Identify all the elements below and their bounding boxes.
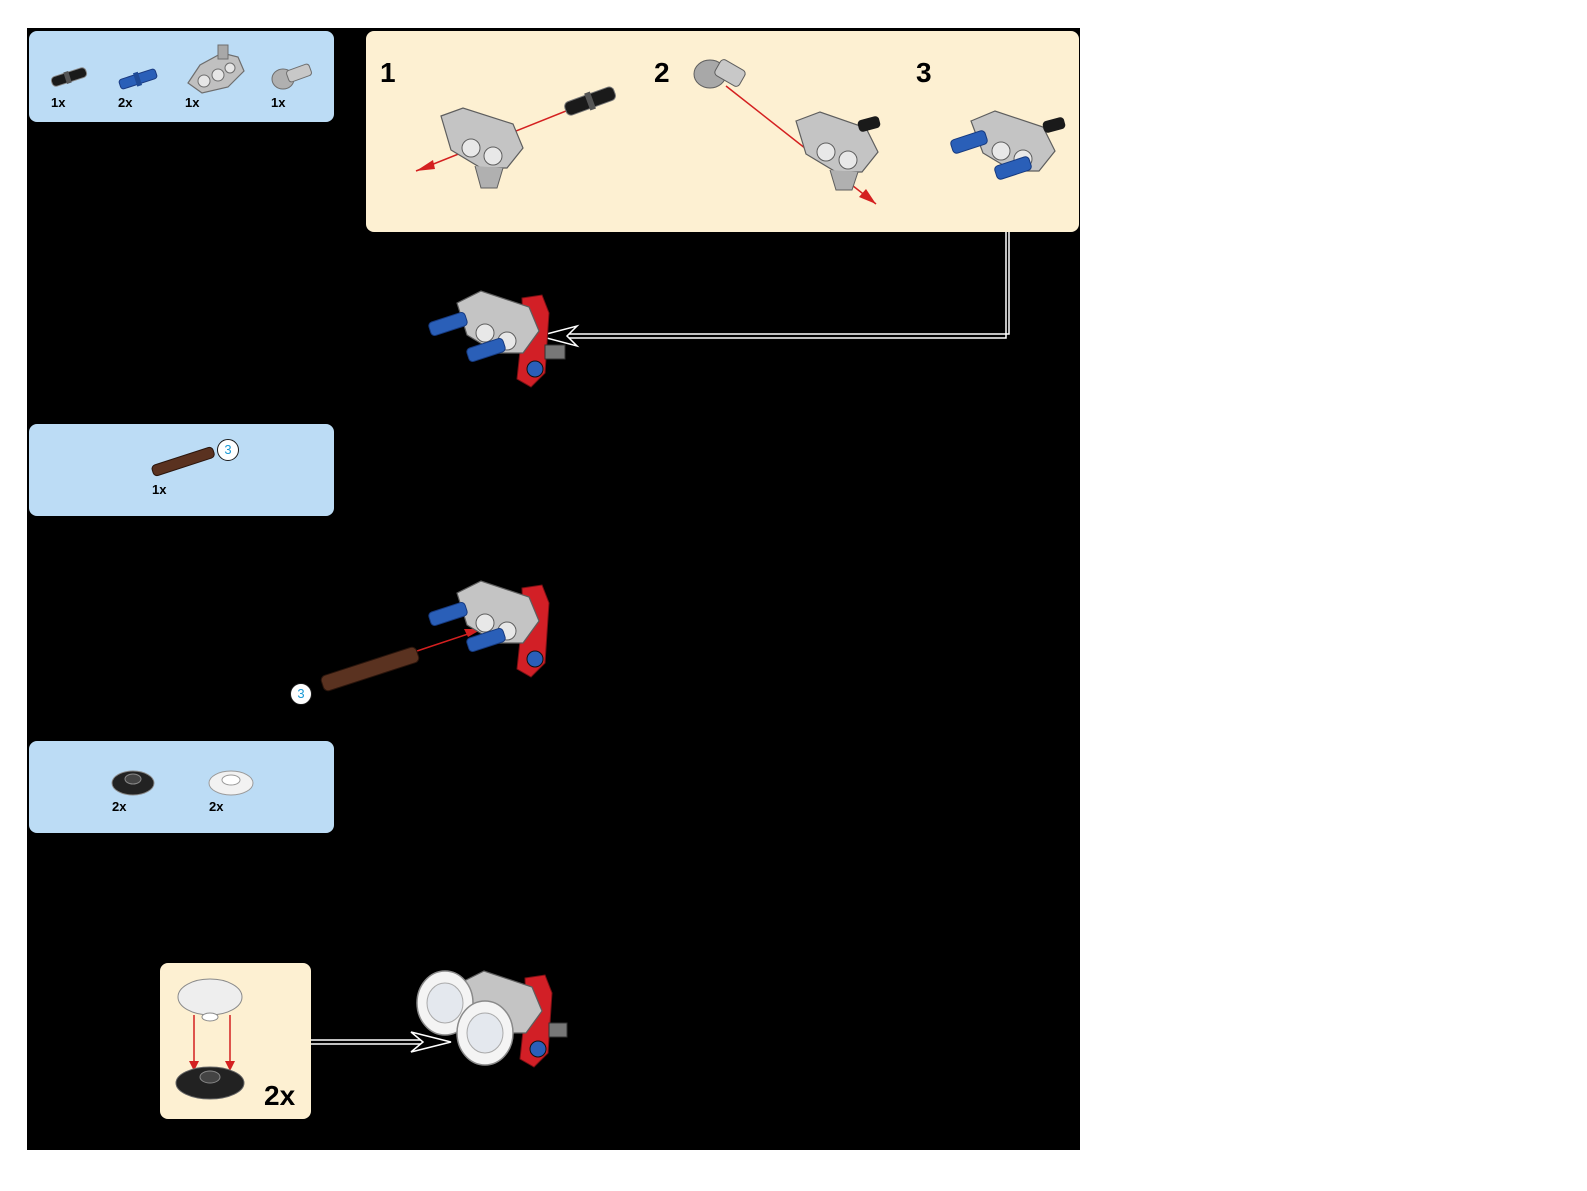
subassembly-panel-2: 2x — [160, 963, 311, 1119]
step-number: 3 — [916, 57, 932, 88]
model-illustration-2 — [320, 580, 550, 692]
model-illustration-1 — [428, 290, 566, 388]
instruction-page: 1x 2x 1x 1x 1 2 3 — [27, 28, 1080, 1150]
parts-list-1: 1x 2x 1x 1x — [29, 31, 334, 122]
step-number: 2 — [654, 57, 670, 88]
model-illustration-3 — [416, 970, 568, 1068]
blue-axle-pin-icon — [118, 68, 158, 90]
multiplier-label: 2x — [264, 1080, 296, 1111]
part-qty: 1x — [51, 95, 66, 110]
gray-connector-icon — [271, 63, 312, 90]
part-qty: 1x — [271, 95, 286, 110]
brown-axle-icon — [151, 446, 215, 477]
gray-beam-icon — [187, 44, 245, 94]
parts-list-2: 3 1x — [29, 424, 334, 516]
step3-illustration — [950, 110, 1066, 180]
part-qty: 2x — [118, 95, 133, 110]
length-callout: 3 — [217, 439, 239, 461]
part-qty: 1x — [152, 482, 167, 497]
step2-illustration — [693, 59, 881, 205]
parts-list-3: 2x 2x — [29, 741, 334, 833]
length-callout: 3 — [290, 683, 312, 705]
subassembly-2-arrow — [311, 1031, 452, 1053]
black-round-plate-icon — [111, 770, 155, 796]
subassembly-panel: 1 2 3 — [366, 31, 1079, 232]
black-pin-icon — [50, 67, 88, 87]
step1-illustration — [415, 86, 616, 189]
step-number: 1 — [380, 57, 396, 88]
part-qty: 1x — [185, 95, 200, 110]
subassembly-callout-line — [536, 232, 1010, 348]
dish-assembly-illustration — [175, 978, 245, 1100]
part-qty: 2x — [112, 799, 127, 814]
part-qty: 2x — [209, 799, 224, 814]
clear-dish-icon — [208, 770, 254, 796]
